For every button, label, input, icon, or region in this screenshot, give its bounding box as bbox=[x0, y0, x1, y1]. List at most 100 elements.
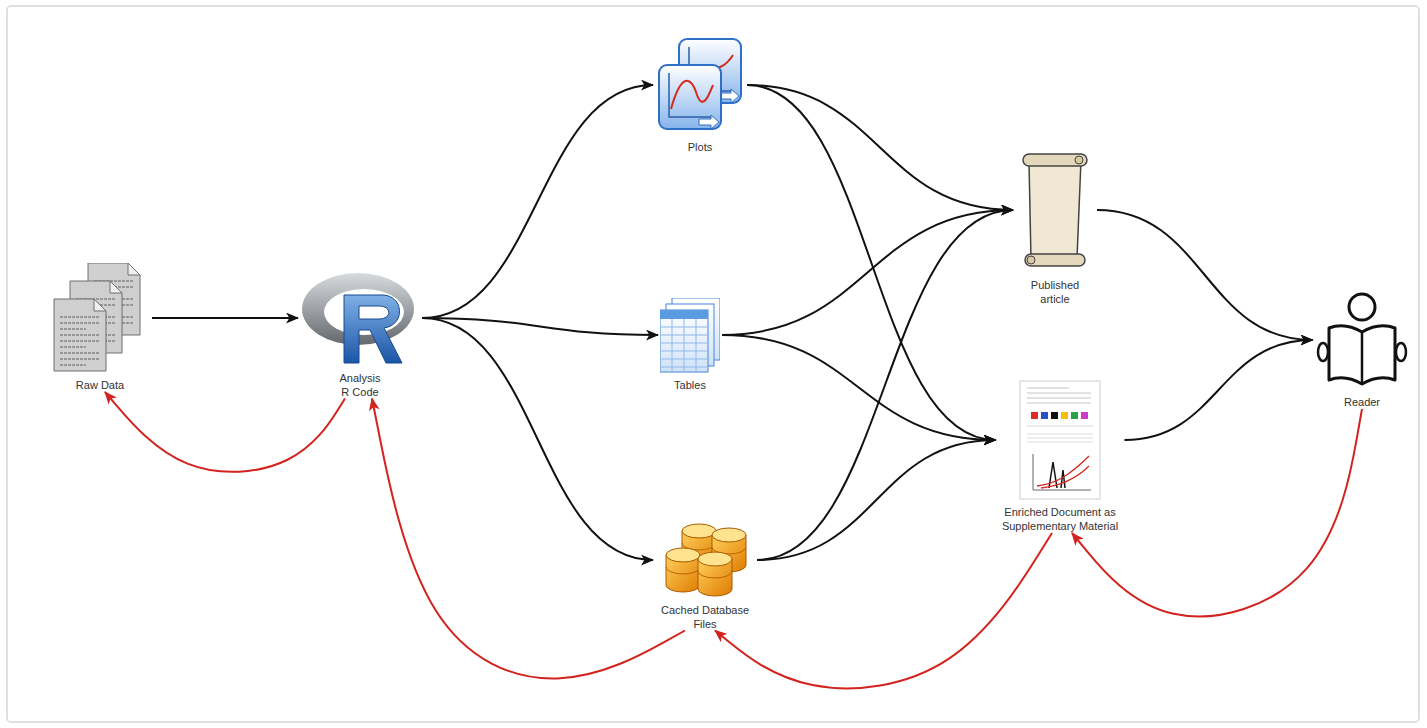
pages-icon bbox=[50, 263, 150, 373]
icon-part bbox=[1051, 412, 1058, 419]
icon-part bbox=[660, 310, 708, 319]
doc-icon bbox=[1019, 380, 1101, 500]
icon-part bbox=[659, 65, 721, 129]
icon-part bbox=[1360, 332, 1363, 384]
icon-part bbox=[1041, 412, 1048, 419]
icon-part bbox=[698, 552, 732, 596]
feedback-arrow bbox=[105, 392, 345, 472]
icon-part bbox=[660, 342, 708, 343]
plots-icon bbox=[655, 35, 745, 135]
scroll-icon bbox=[1015, 148, 1095, 273]
icon-part bbox=[344, 295, 402, 363]
icon-part bbox=[669, 73, 713, 117]
flow-arrow bbox=[757, 440, 996, 560]
flow-arrow bbox=[152, 317, 298, 319]
table-icon bbox=[660, 298, 720, 373]
icon-part bbox=[60, 346, 86, 347]
icon-part bbox=[110, 281, 122, 293]
icon-part bbox=[660, 326, 708, 327]
icon-part bbox=[660, 334, 708, 335]
icon-part bbox=[1061, 412, 1068, 419]
icon-part bbox=[682, 524, 716, 538]
icon-part bbox=[1027, 256, 1035, 264]
diagram-node: Raw Data bbox=[48, 263, 152, 392]
icon-part bbox=[60, 352, 100, 353]
icon-part bbox=[1027, 388, 1069, 389]
flow-arrow bbox=[747, 85, 996, 440]
icon-part bbox=[60, 334, 100, 335]
node-label: Tables bbox=[660, 378, 720, 392]
icon-part bbox=[1027, 403, 1091, 404]
flow-arrow bbox=[747, 85, 1013, 210]
node-label: Reader bbox=[1332, 395, 1392, 409]
icon-part bbox=[698, 571, 732, 578]
diagram-node: Tables bbox=[658, 298, 722, 392]
icon-part bbox=[1037, 456, 1089, 488]
icon-part bbox=[660, 366, 708, 367]
icon-part bbox=[1033, 454, 1091, 490]
icon-part bbox=[60, 358, 100, 359]
icon-part bbox=[128, 263, 140, 275]
feedback-arrow bbox=[372, 399, 685, 679]
flow-arrow bbox=[1125, 340, 1313, 440]
flow-arrow bbox=[1097, 210, 1313, 340]
icon-part bbox=[699, 115, 719, 129]
icon-part bbox=[60, 328, 86, 329]
icon-part bbox=[1396, 343, 1406, 361]
diagram-node: Analysis R Code bbox=[298, 271, 422, 399]
icon-part bbox=[660, 350, 708, 351]
icon-part bbox=[1049, 462, 1065, 488]
data-page bbox=[54, 299, 106, 371]
icon-part bbox=[666, 548, 700, 562]
icon-part bbox=[60, 316, 100, 317]
flow-arrow bbox=[722, 335, 996, 440]
icon-part bbox=[698, 552, 732, 566]
icon-part bbox=[1027, 438, 1093, 439]
icon-part bbox=[60, 364, 86, 365]
icon-part bbox=[1025, 254, 1085, 266]
icon-part bbox=[660, 310, 708, 372]
flow-arrow bbox=[422, 85, 653, 318]
icon-part bbox=[1075, 156, 1083, 164]
node-label: Analysis R Code bbox=[336, 371, 384, 399]
icon-part bbox=[660, 358, 708, 359]
rlogo-icon bbox=[300, 271, 420, 366]
frame bbox=[7, 6, 1419, 722]
node-label: Raw Data bbox=[60, 378, 140, 392]
icon-part bbox=[1349, 294, 1375, 320]
diagram-node: Cached Database Files bbox=[653, 523, 757, 631]
flow-arrow bbox=[757, 210, 1013, 560]
node-label: Enriched Document as Supplementary Mater… bbox=[998, 505, 1123, 533]
icon-part bbox=[1027, 426, 1093, 427]
icon-part bbox=[1329, 326, 1395, 384]
node-label: Plots bbox=[670, 140, 730, 154]
diagram-node: Reader bbox=[1313, 290, 1412, 409]
icon-part bbox=[1020, 381, 1100, 499]
node-label: Published article bbox=[1028, 278, 1083, 306]
diagram-node: Plots bbox=[653, 35, 747, 154]
icon-part bbox=[94, 299, 106, 311]
diagram-node: Enriched Document as Supplementary Mater… bbox=[996, 380, 1125, 533]
icon-part bbox=[60, 322, 100, 323]
icon-part bbox=[60, 340, 100, 341]
icon-part bbox=[1027, 434, 1093, 435]
icon-part bbox=[712, 528, 746, 542]
feedback-arrow bbox=[715, 533, 1052, 688]
db-icon bbox=[660, 523, 750, 598]
icon-part bbox=[1027, 442, 1093, 443]
icon-part bbox=[1071, 412, 1078, 419]
flow-arrow bbox=[722, 210, 1013, 335]
icon-part bbox=[671, 81, 713, 109]
icon-part bbox=[1029, 160, 1081, 260]
reader-icon bbox=[1315, 290, 1410, 390]
diagram-node: Published article bbox=[1013, 148, 1097, 306]
icon-part bbox=[54, 299, 106, 371]
flow-arrow bbox=[422, 318, 653, 560]
icon-part bbox=[659, 65, 721, 129]
icon-part bbox=[1081, 412, 1088, 419]
icon-part bbox=[666, 548, 700, 592]
icon-part bbox=[1318, 343, 1328, 361]
icon-part bbox=[1031, 412, 1038, 419]
